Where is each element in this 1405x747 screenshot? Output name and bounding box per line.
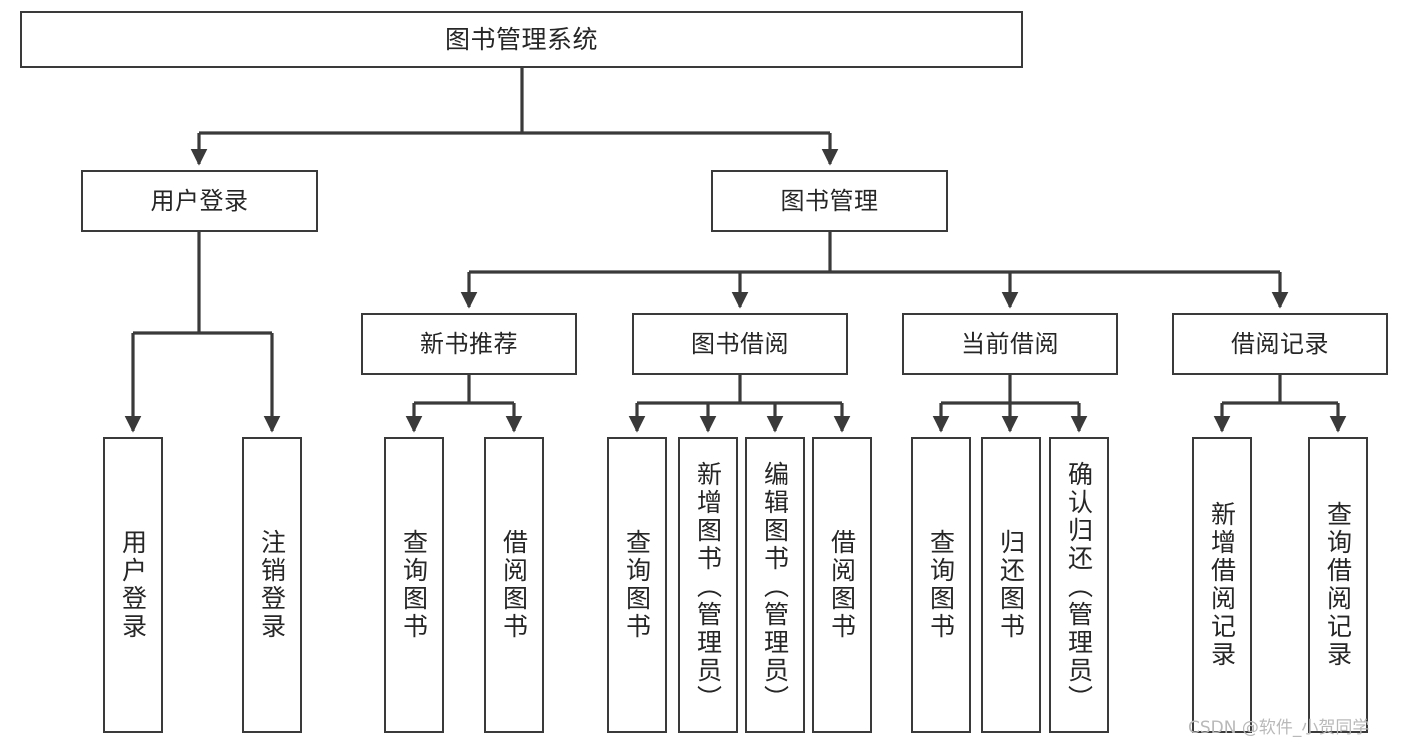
leaf-return-book[interactable]: 归还图书 bbox=[981, 437, 1041, 733]
node-book-borrow-label: 图书借阅 bbox=[691, 330, 789, 358]
leaf-add-record[interactable]: 新增借阅记录 bbox=[1192, 437, 1252, 733]
leaf-query-book-1[interactable]: 查询图书 bbox=[384, 437, 444, 733]
node-user-login[interactable]: 用户登录 bbox=[81, 170, 318, 232]
node-root-label: 图书管理系统 bbox=[444, 25, 598, 54]
leaf-query-book-3[interactable]: 查询图书 bbox=[911, 437, 971, 733]
leaf-logout[interactable]: 注销登录 bbox=[242, 437, 302, 733]
leaf-query-book-1-label: 查询图书 bbox=[399, 529, 429, 641]
watermark: CSDN @软件_小贺同学 bbox=[1188, 718, 1370, 738]
leaf-query-book-3-label: 查询图书 bbox=[926, 529, 956, 641]
leaf-query-record[interactable]: 查询借阅记录 bbox=[1308, 437, 1368, 733]
node-book-manage-label: 图书管理 bbox=[780, 187, 879, 215]
leaf-add-book[interactable]: 新增图书（管理员） bbox=[678, 437, 738, 733]
node-borrow-record-label: 借阅记录 bbox=[1231, 330, 1329, 358]
node-new-book-recommend[interactable]: 新书推荐 bbox=[361, 313, 577, 375]
node-book-manage[interactable]: 图书管理 bbox=[711, 170, 948, 232]
node-current-borrow-label: 当前借阅 bbox=[961, 330, 1059, 358]
leaf-add-book-label: 新增图书（管理员） bbox=[693, 461, 723, 713]
leaf-query-book-2[interactable]: 查询图书 bbox=[607, 437, 667, 733]
node-root[interactable]: 图书管理系统 bbox=[20, 11, 1023, 68]
node-borrow-record[interactable]: 借阅记录 bbox=[1172, 313, 1388, 375]
node-current-borrow[interactable]: 当前借阅 bbox=[902, 313, 1118, 375]
leaf-confirm-return[interactable]: 确认归还（管理员） bbox=[1049, 437, 1109, 733]
leaf-borrow-book-2[interactable]: 借阅图书 bbox=[812, 437, 872, 733]
node-book-borrow[interactable]: 图书借阅 bbox=[632, 313, 848, 375]
leaf-return-book-label: 归还图书 bbox=[996, 529, 1026, 641]
leaf-add-record-label: 新增借阅记录 bbox=[1207, 501, 1237, 669]
leaf-confirm-return-label: 确认归还（管理员） bbox=[1064, 461, 1094, 713]
leaf-query-book-2-label: 查询图书 bbox=[622, 529, 652, 641]
leaf-edit-book[interactable]: 编辑图书（管理员） bbox=[745, 437, 805, 733]
leaf-user-login[interactable]: 用户登录 bbox=[103, 437, 163, 733]
leaf-edit-book-label: 编辑图书（管理员） bbox=[760, 461, 790, 713]
leaf-logout-label: 注销登录 bbox=[257, 529, 287, 641]
node-user-login-label: 用户登录 bbox=[150, 187, 249, 215]
node-new-book-recommend-label: 新书推荐 bbox=[420, 330, 518, 358]
leaf-borrow-book-2-label: 借阅图书 bbox=[827, 529, 857, 641]
leaf-query-record-label: 查询借阅记录 bbox=[1323, 501, 1353, 669]
leaf-borrow-book-1-label: 借阅图书 bbox=[499, 529, 529, 641]
leaf-borrow-book-1[interactable]: 借阅图书 bbox=[484, 437, 544, 733]
leaf-user-login-label: 用户登录 bbox=[118, 529, 148, 641]
